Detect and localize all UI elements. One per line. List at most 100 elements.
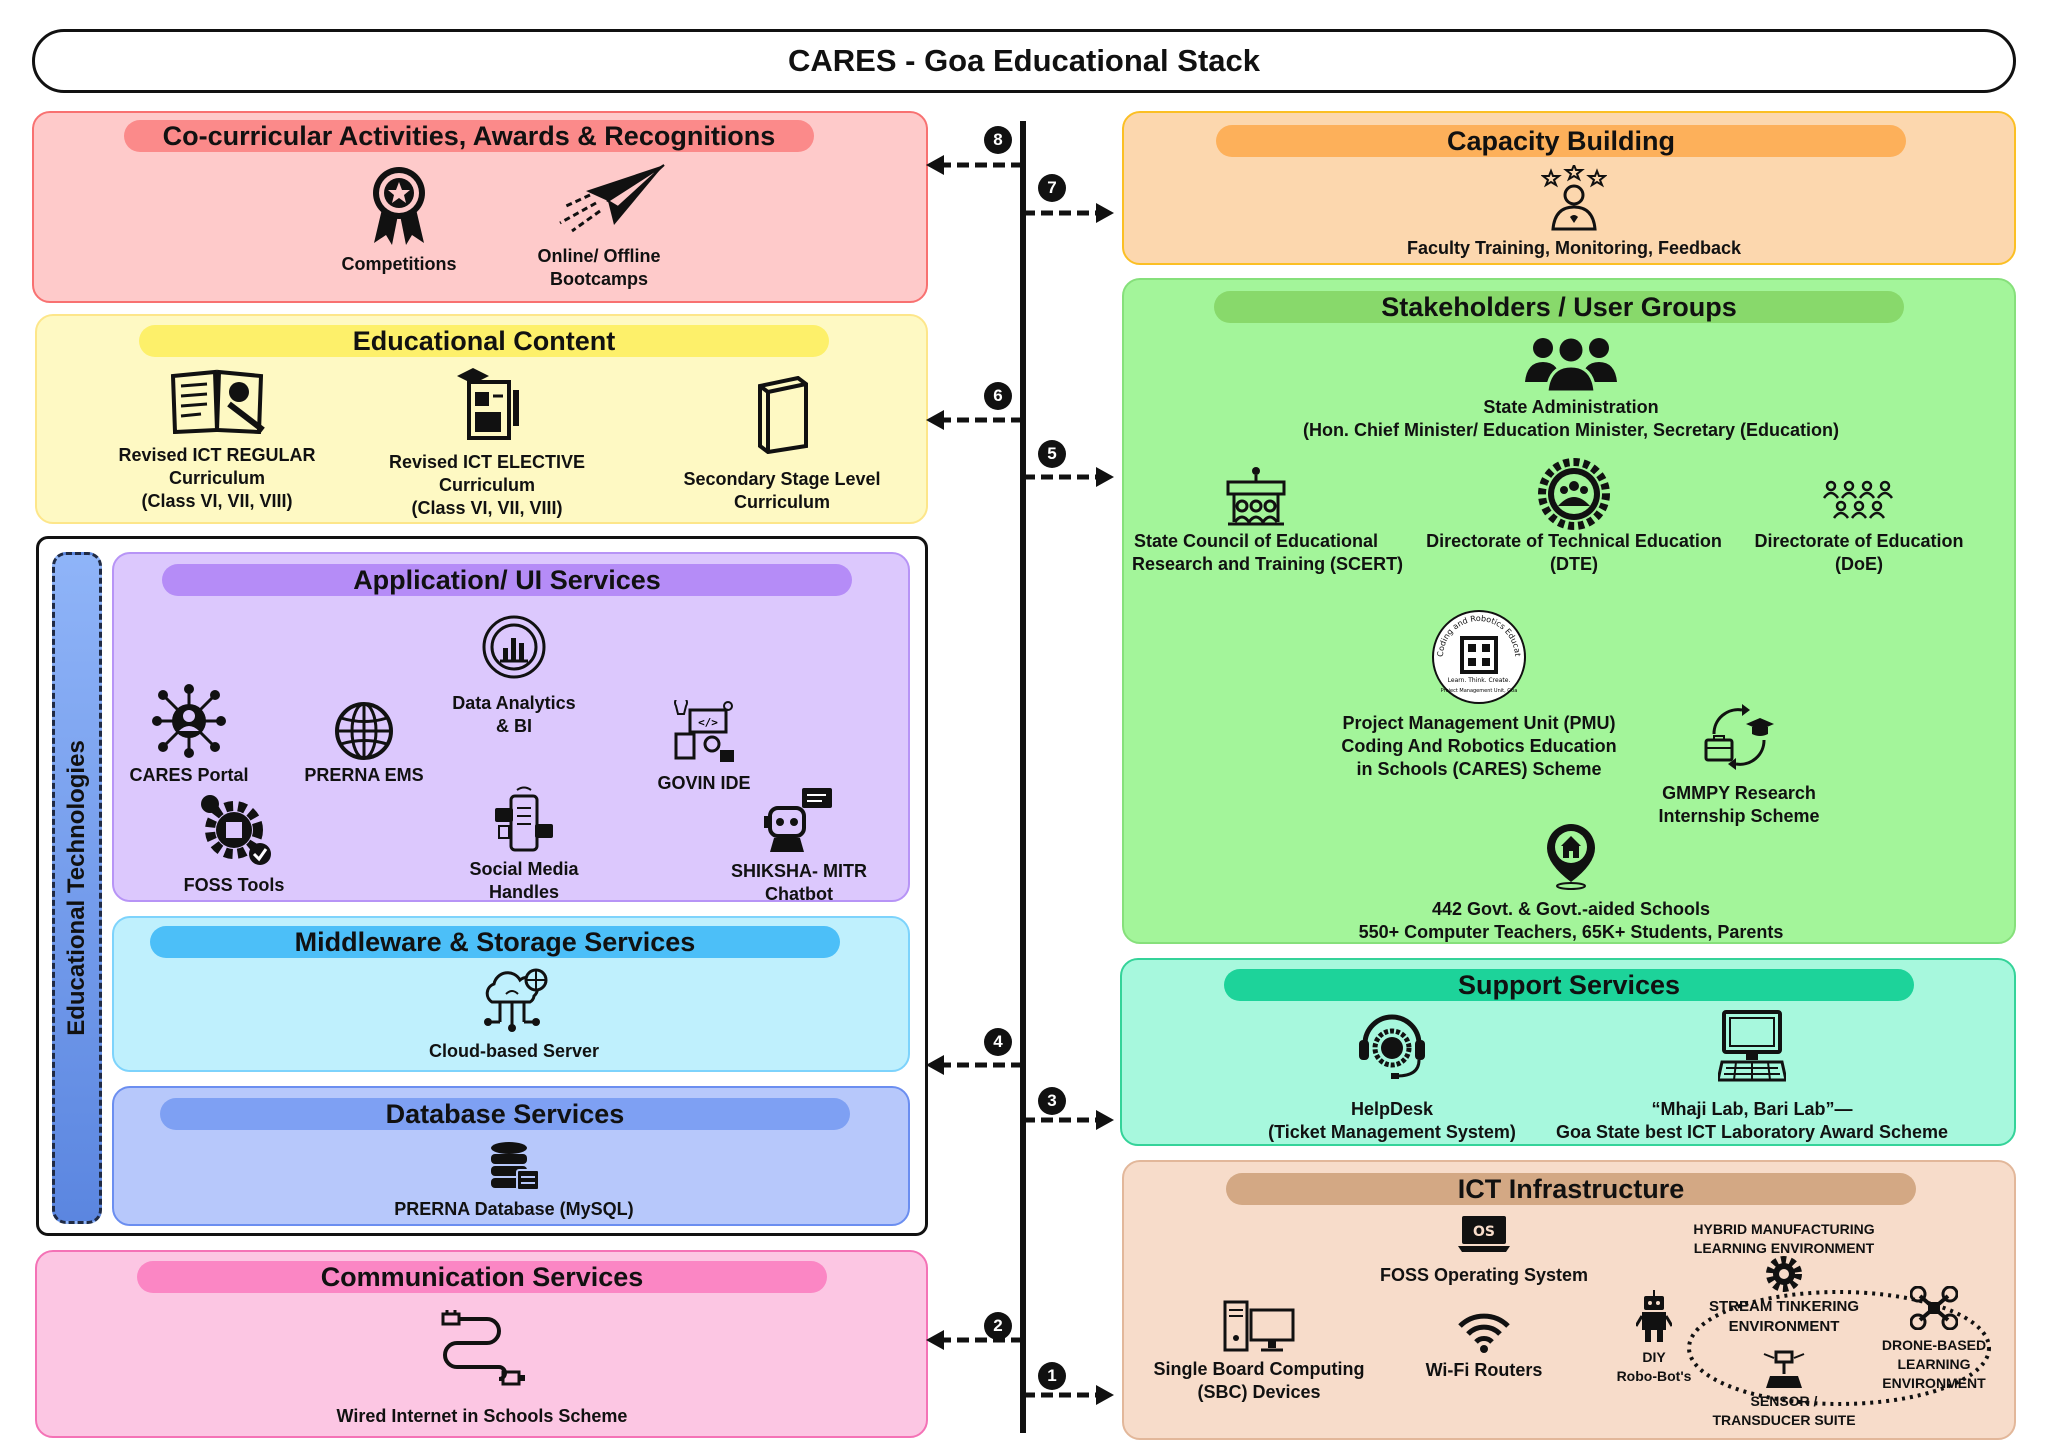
middleware-section: Middleware & Storage Services Cloud-base… [112,916,910,1072]
mhaji-lab-label: “Mhaji Lab, Bari Lab”— Goa State best IC… [1555,1099,1949,1142]
ict-infrastructure-title: ICT Infrastructure [1226,1173,1916,1205]
govin-ide-item: </> GOVIN IDE [624,700,784,810]
stakeholders-section: Stakeholders / User Groups State Adminis… [1122,278,2016,944]
prerna-database-label: PRERNA Database (MySQL) [394,1199,634,1219]
chatbot-icon [764,788,834,854]
gmmpy-item: GMMPY Research Internship Scheme [1584,700,1894,830]
hybrid-environment-dotted-ring [1687,1290,1991,1406]
database-icon [487,1140,541,1192]
stakeholders-title: Stakeholders / User Groups [1214,291,1904,323]
gear-tools-icon [196,792,272,868]
communication-title: Communication Services [137,1261,827,1293]
analytics-chart-icon [481,614,547,680]
desktop-computer-icon [1223,1300,1295,1354]
paper-plane-icon [556,163,666,233]
sensor-suite-item: SENSOR / TRANSDUCER SUITE [1699,1350,1869,1440]
wifi-routers-label: Wi-Fi Routers [1425,1360,1543,1380]
ict-elective-label: Revised ICT ELECTIVE Curriculum (Class V… [388,452,586,518]
page-title: CARES - Goa Educational Stack [788,43,1260,78]
wired-internet-item: Wired Internet in Schools Scheme [327,1310,637,1435]
mhaji-lab-item: “Mhaji Lab, Bari Lab”— Goa State best IC… [1542,1010,1962,1144]
cloud-server-label: Cloud-based Server [428,1041,600,1061]
scert-label: State Council of Educational Research an… [1132,531,1404,574]
connector-5-badge: 5 [1038,440,1066,468]
presentation-board-icon [1224,466,1288,528]
cocurricular-section: Co-curricular Activities, Awards & Recog… [32,111,928,303]
middleware-title: Middleware & Storage Services [150,926,840,958]
sbc-devices-label: Single Board Computing (SBC) Devices [1153,1359,1365,1402]
wifi-routers-item: Wi-Fi Routers [1384,1312,1584,1402]
robot-icon [1636,1290,1672,1344]
ict-elective-item: Revised ICT ELECTIVE Curriculum (Class V… [372,366,602,521]
network-user-icon [152,684,226,758]
competitions-label: Competitions [341,254,457,274]
social-media-phone-icon [491,786,557,856]
connector-6-badge: 6 [984,382,1012,410]
pmu-label: Project Management Unit (PMU) Coding And… [1341,713,1617,779]
stream-tinkering-label: STREAM TINKERING ENVIRONMENT [1709,1298,1859,1335]
drone-environment-item: DRONE-BASED LEARNING ENVIRONMENT [1859,1286,2009,1396]
doe-label: Directorate of Education (DoE) [1754,531,1964,574]
ict-infrastructure-section: ICT Infrastructure OS FOSS Operating Sys… [1122,1160,2016,1440]
graduation-document-icon [449,366,525,442]
shiksha-mitr-item: SHIKSHA- MITR Chatbot [714,786,884,904]
gear-icon [1764,1254,1804,1294]
drone-environment-label: DRONE-BASED LEARNING ENVIRONMENT [1881,1337,1987,1391]
sensor-icon [1762,1350,1806,1390]
support-services-section: Support Services HelpDesk (Ticket Manage… [1120,958,2016,1146]
connector-4-badge: 4 [984,1028,1012,1056]
schools-label: 442 Govt. & Govt.-aided Schools 550+ Com… [1358,899,1784,942]
foss-tools-item: FOSS Tools [154,792,314,904]
educational-content-title: Educational Content [139,325,829,357]
foss-os-label: FOSS Operating System [1379,1265,1589,1285]
state-administration-label: State Administration (Hon. Chief Ministe… [1302,397,1840,440]
communication-section: Communication Services Wired Internet in… [35,1250,928,1438]
social-media-item: Social Media Handles [444,786,604,904]
ict-regular-label: Revised ICT REGULAR Curriculum (Class VI… [118,445,316,511]
schools-item: 442 Govt. & Govt.-aided Schools 550+ Com… [1274,822,1868,942]
title-bar: CARES - Goa Educational Stack [32,29,2016,93]
code-ide-icon: </> [672,700,736,764]
open-book-icon [169,368,265,434]
globe-icon [334,701,394,761]
educational-technologies-bar: Educational Technologies [52,552,102,1224]
data-analytics-label: Data Analytics & BI [452,693,576,736]
connector-1-badge: 1 [1038,1362,1066,1390]
application-ui-title: Application/ UI Services [162,564,852,596]
cloud-server-item: Cloud-based Server [384,968,644,1068]
competitions-item: Competitions [284,165,514,295]
cloud-server-icon [480,968,548,1032]
cable-icon [437,1310,527,1388]
svg-text:OS: OS [1473,1224,1495,1240]
stream-tinkering-item: STREAM TINKERING ENVIRONMENT [1694,1254,1874,1338]
connector-7-badge: 7 [1038,174,1066,202]
support-services-title: Support Services [1224,969,1914,1001]
svg-text:Project Management Unit, Goa: Project Management Unit, Goa [1441,688,1518,694]
foss-tools-label: FOSS Tools [183,875,285,895]
book-icon [752,376,812,454]
database-title: Database Services [160,1098,850,1130]
scert-item: State Council of Educational Research an… [1132,466,1404,576]
helpdesk-item: HelpDesk (Ticket Management System) [1242,1010,1542,1144]
dte-emblem-icon [1538,458,1610,530]
connector-3-badge: 3 [1038,1087,1066,1115]
hybrid-environment-label: HYBRID MANUFACTURING LEARNING ENVIRONMEN… [1693,1221,1875,1256]
cocurricular-title: Co-curricular Activities, Awards & Recog… [124,120,814,152]
people-group-icon [1523,334,1619,392]
bootcamps-item: Online/ Offline Bootcamps [484,163,714,298]
diy-robobots-item: DIY Robo-Bot's [1604,1290,1704,1400]
faculty-training-item: Faculty Training, Monitoring, Feedback [1364,165,1784,265]
educational-content-section: Educational Content Revised ICT REGULAR … [35,314,928,524]
faculty-training-label: Faculty Training, Monitoring, Feedback [1406,238,1742,258]
diy-robobots-label: DIY Robo-Bot's [1616,1349,1692,1384]
computer-monitor-icon [1718,1010,1786,1082]
sbc-devices-item: Single Board Computing (SBC) Devices [1144,1300,1374,1410]
connector-8-badge: 8 [984,126,1012,154]
capacity-building-section: Capacity Building Faculty Training, Moni… [1122,111,2016,265]
sensor-suite-label: SENSOR / TRANSDUCER SUITE [1712,1393,1856,1428]
doe-item: Directorate of Education (DoE) [1734,480,1984,580]
os-laptop-icon: OS [1458,1214,1510,1254]
dte-label: Directorate of Technical Education (DTE) [1426,531,1722,574]
state-administration-item: State Administration (Hon. Chief Ministe… [1224,334,1918,454]
connector-spine [926,121,1114,1433]
